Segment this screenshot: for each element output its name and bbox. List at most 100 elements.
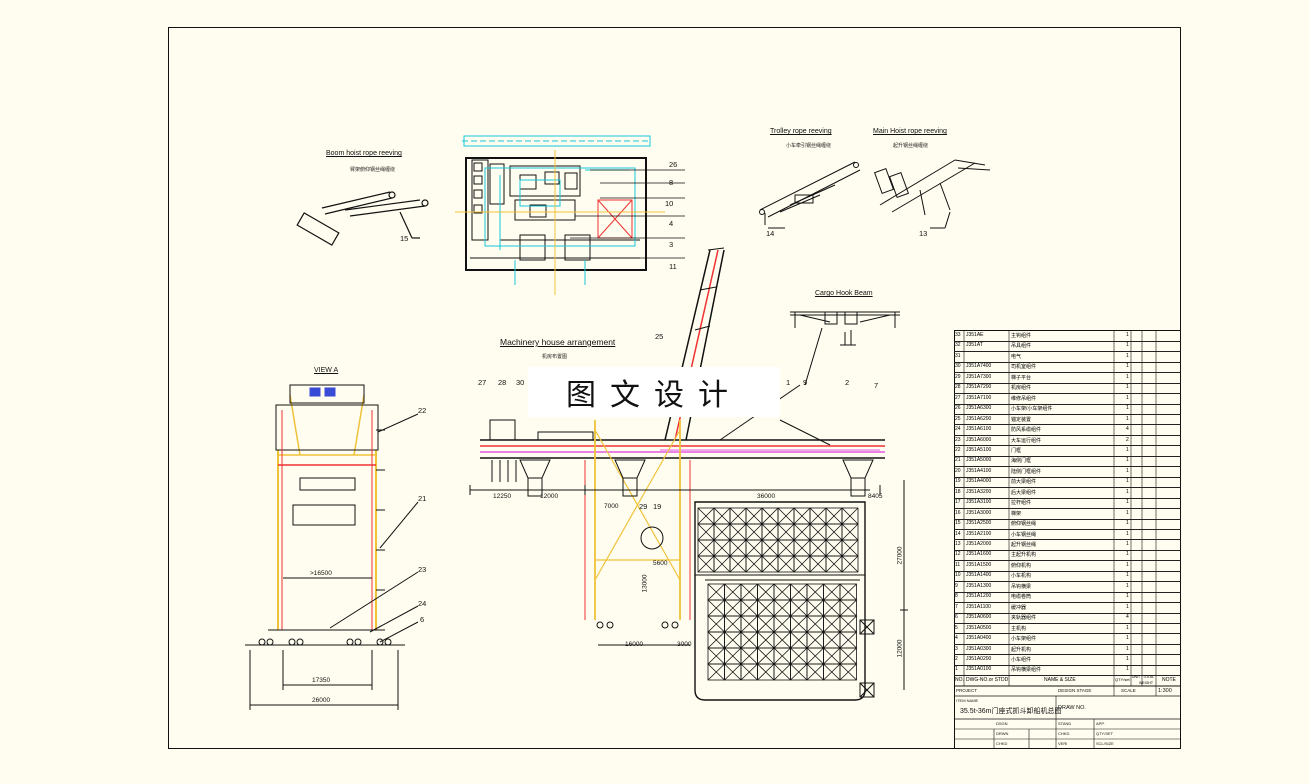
hatch-line <box>745 507 763 525</box>
tb-signature-label: VERI <box>1058 741 1068 746</box>
bom-cell-code: J351A7400 <box>966 363 992 370</box>
bom-cell-name: 防风系缆组件 <box>1011 427 1042 434</box>
hatch-line <box>793 539 811 557</box>
callout-3: 3 <box>669 240 674 249</box>
hatch-line <box>806 615 824 633</box>
hatch-line <box>745 523 763 541</box>
hatch-line <box>773 583 791 601</box>
bom-cell-no: 24 <box>955 426 961 433</box>
hatch-line <box>809 555 827 573</box>
bom-cell-qty: 1 <box>1126 509 1129 516</box>
hatch-line <box>825 507 843 525</box>
bom-cell-qty: 1 <box>1126 342 1129 349</box>
callout-10: 10 <box>665 199 674 208</box>
hatch-line <box>825 539 843 557</box>
trolley-reeving <box>759 161 861 229</box>
bom-cell-name: 主起升机构 <box>1011 552 1037 559</box>
bom-header-weight: WEIGHT <box>1139 681 1153 685</box>
bom-cell-name: 吊钩横梁组件 <box>1011 667 1042 674</box>
bom-cell-no: 7 <box>955 603 958 610</box>
bom-cell-code: J351A1200 <box>966 593 992 600</box>
hatch-line <box>724 583 742 601</box>
bom-cell-code: J351A7300 <box>966 373 992 380</box>
bom-cell-qty: 1 <box>1126 561 1129 568</box>
bom-cell-code: J351A5100 <box>966 446 992 453</box>
bom-cell-qty: 4 <box>1126 614 1129 621</box>
bom-cell-code: J351AT <box>966 342 983 349</box>
dim-12250: 12250 <box>493 493 512 500</box>
bom-header-code: DWG-NO.or STDD <box>966 677 1009 683</box>
bom-cell-no: 33 <box>955 332 961 338</box>
bom-cell-qty: 1 <box>1126 446 1129 453</box>
bom-cell-qty: 1 <box>1126 478 1129 485</box>
bom-cell-no: 10 <box>955 572 961 579</box>
callout-14: 14 <box>766 229 775 238</box>
callout-15: 15 <box>400 234 409 243</box>
hatch-line <box>707 631 725 649</box>
bom-cell-qty: 1 <box>1126 467 1129 474</box>
bom-cell-no: 20 <box>955 467 961 474</box>
callout-22: 22 <box>418 406 427 415</box>
bom-cell-no: 30 <box>955 363 961 370</box>
hatch-line <box>841 555 859 573</box>
bom-header-qty: QTY/set <box>1115 677 1130 682</box>
hatch-line <box>724 663 742 681</box>
bom-cell-qty: 1 <box>1126 520 1129 527</box>
hatch-line <box>773 599 791 617</box>
tb-signature-label: DSGN <box>996 721 1008 726</box>
bom-cell-code: J351A1600 <box>966 551 992 558</box>
hatch-line <box>777 555 795 573</box>
bom-cell-name: 夹轨器组件 <box>1011 615 1037 622</box>
hatch-line <box>757 599 775 617</box>
bom-cell-code: J351A0200 <box>966 655 992 662</box>
bom-cell-qty: 1 <box>1126 415 1129 422</box>
hatch-line <box>729 539 747 557</box>
bom-cell-no: 9 <box>955 582 958 589</box>
hatch-line <box>777 539 795 557</box>
callout-27: 27 <box>478 378 487 387</box>
hatch-line <box>773 615 791 633</box>
machinery-house-plan <box>465 157 647 271</box>
hatch-grid-lower <box>707 583 857 681</box>
view-a-portal <box>245 384 419 710</box>
tb-item-name-label: ITEM NAME <box>956 698 979 703</box>
bom-cell-name: 维修吊组件 <box>1011 395 1037 402</box>
hatch-line <box>806 647 824 665</box>
bom-header-row: NO. DWG-NO.or STDD NAME & SIZE QTY/set U… <box>954 675 1181 686</box>
bom-cell-code: J351A0400 <box>966 635 992 642</box>
hatch-line <box>806 663 824 681</box>
hatch-line <box>740 663 758 681</box>
bom-cell-name: 起升机构 <box>1011 646 1032 653</box>
bom-cell-qty: 1 <box>1126 405 1129 412</box>
callout-24: 24 <box>418 599 427 608</box>
bom-cell-name: 小车钢丝绳 <box>1011 531 1037 538</box>
callout-1: 1 <box>786 378 791 387</box>
hatch-line <box>740 583 758 601</box>
bom-cell-name: 前大梁组件 <box>1011 479 1037 486</box>
bom-cell-no: 29 <box>955 373 961 380</box>
callout-13: 13 <box>919 229 928 238</box>
bom-cell-code: J351A6100 <box>966 426 992 433</box>
hatch-line <box>729 507 747 525</box>
hatch-line <box>773 631 791 649</box>
bom-cell-code: J351A2500 <box>966 520 992 527</box>
bom-cell-name: 俯仰机构 <box>1011 562 1032 569</box>
bom-cell-code: J351A0300 <box>966 645 992 652</box>
bom-cell-no: 14 <box>955 530 961 537</box>
bom-cell-name: 起升钢丝绳 <box>1011 542 1037 548</box>
bom-header-total: TOTAL <box>1143 675 1154 679</box>
callout-6: 6 <box>420 615 425 624</box>
hatch-line <box>809 507 827 525</box>
bom-cell-qty: 1 <box>1126 530 1129 537</box>
bom-cell-name: 主机构 <box>1011 625 1027 632</box>
trolley-subtitle: 小车牵引钢丝绳缠绕 <box>786 143 832 149</box>
bom-cell-qty: 1 <box>1126 655 1129 662</box>
tb-project-label: PROJECT <box>956 688 978 693</box>
